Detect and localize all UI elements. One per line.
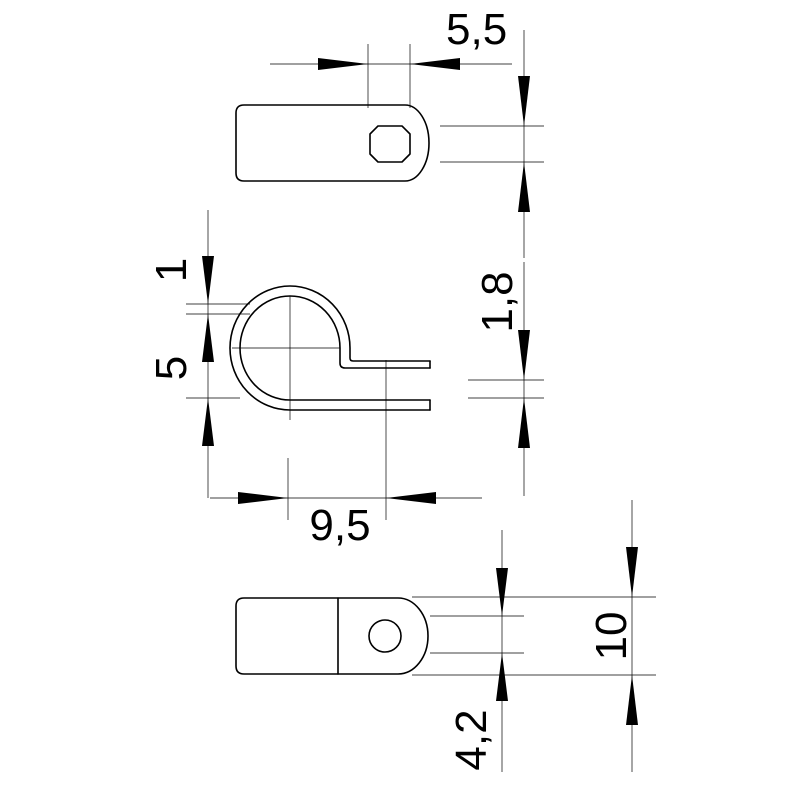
side-leg-arrow-top — [518, 330, 530, 380]
bottom-width-label: 10 — [587, 612, 636, 661]
top-view-outline — [235, 104, 430, 182]
side-length-label: 9,5 — [309, 501, 370, 550]
top-width-label: 5,5 — [446, 5, 507, 54]
side-length-arrow-right — [386, 492, 436, 504]
top-height-arrow-bottom — [518, 162, 530, 212]
side-view-clip-outer — [239, 295, 431, 401]
top-width-arrow-left — [318, 58, 368, 70]
side-inner-label: 5 — [147, 356, 196, 380]
side-length-arrow-left — [238, 492, 288, 504]
bottom-view-hole — [368, 619, 402, 653]
top-width-arrow-right — [410, 58, 460, 70]
bottom-view-outline — [235, 597, 429, 675]
side-thickness-arrow-bottom — [202, 314, 214, 362]
side-view-clip-inner — [229, 285, 431, 411]
top-view: 5,5 — [235, 5, 544, 258]
side-view: 1 5 1,8 9,5 — [147, 210, 544, 550]
side-thickness-arrow-top — [202, 256, 214, 304]
top-view-slot — [369, 125, 411, 163]
top-height-label: 1,8 — [473, 271, 522, 332]
bottom-view: 4,2 10 — [235, 500, 656, 772]
side-inner-arrow-bottom — [202, 398, 214, 446]
bottom-hole-label: 4,2 — [447, 709, 496, 770]
bottom-hole-arrow-top — [496, 568, 508, 616]
bottom-width-arrow-top — [626, 547, 638, 597]
top-height-arrow-top — [518, 76, 530, 126]
side-leg-arrow-bottom — [518, 398, 530, 448]
side-thickness-label: 1 — [147, 258, 196, 282]
bottom-width-arrow-bottom — [626, 675, 638, 725]
bottom-hole-arrow-bottom — [496, 653, 508, 701]
